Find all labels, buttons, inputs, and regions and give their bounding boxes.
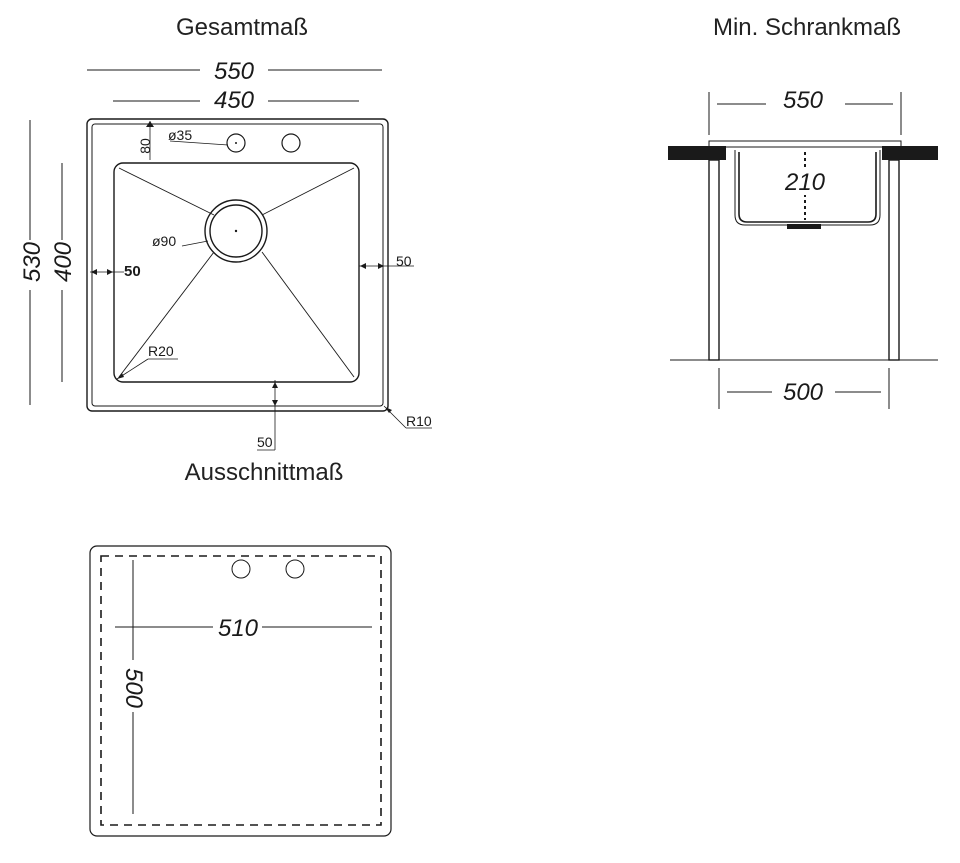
- cutout-faucet-hole-2: [285, 559, 305, 579]
- dim-cabinet-width-top: 550: [783, 87, 824, 114]
- drain-inner: [209, 204, 263, 258]
- cabinet-view: 550 210 500: [668, 87, 938, 409]
- cutout-outer-edge: [89, 545, 392, 837]
- dim-overall-width-outer: 550: [214, 58, 255, 85]
- cabinet-sink-bowl: [738, 152, 877, 223]
- title-cabinet: Min. Schrankmaß: [713, 14, 901, 41]
- countertop-left: [668, 146, 726, 160]
- dim-overall-height-outer: 530: [19, 241, 46, 282]
- cutout-faucet-hole-1: [231, 559, 251, 579]
- cabinet-drain: [787, 224, 821, 229]
- dim-left-margin: 50: [124, 263, 141, 280]
- label-faucet-hole: ø35: [168, 127, 192, 143]
- sink-inner-edge: [91, 123, 384, 407]
- cabinet-wall-left: [708, 159, 720, 361]
- title-cutout: Ausschnittmaß: [185, 459, 344, 486]
- faucet-hole-2: [281, 133, 301, 153]
- title-overall: Gesamtmaß: [176, 14, 308, 41]
- dim-bottom-margin: 50: [257, 434, 273, 450]
- cutout-view: 510 500: [89, 545, 392, 837]
- dim-overall-height-inner: 400: [50, 241, 77, 282]
- overall-view: 550 450 530 400 ø90 ø35: [19, 58, 432, 451]
- dim-cabinet-depth: 210: [784, 169, 826, 196]
- dim-cabinet-width-bottom: 500: [783, 379, 824, 406]
- sink-bowl: [113, 162, 360, 383]
- dim-overall-width-inner: 450: [214, 87, 255, 114]
- cutout-line: [100, 555, 382, 826]
- label-inner-radius: R20: [148, 343, 174, 359]
- countertop-right: [882, 146, 938, 160]
- dim-cutout-width: 510: [218, 615, 259, 642]
- sink-outer-edge: [86, 118, 389, 412]
- faucet-hole-1: [226, 133, 246, 153]
- cabinet-wall-right: [888, 159, 900, 361]
- drain-outer: [204, 199, 268, 263]
- dim-cutout-height: 500: [120, 668, 147, 709]
- dim-faucet-offset: 80: [137, 138, 153, 154]
- label-drain: ø90: [152, 233, 176, 249]
- dim-right-margin: 50: [396, 253, 412, 269]
- label-outer-radius: R10: [406, 413, 432, 429]
